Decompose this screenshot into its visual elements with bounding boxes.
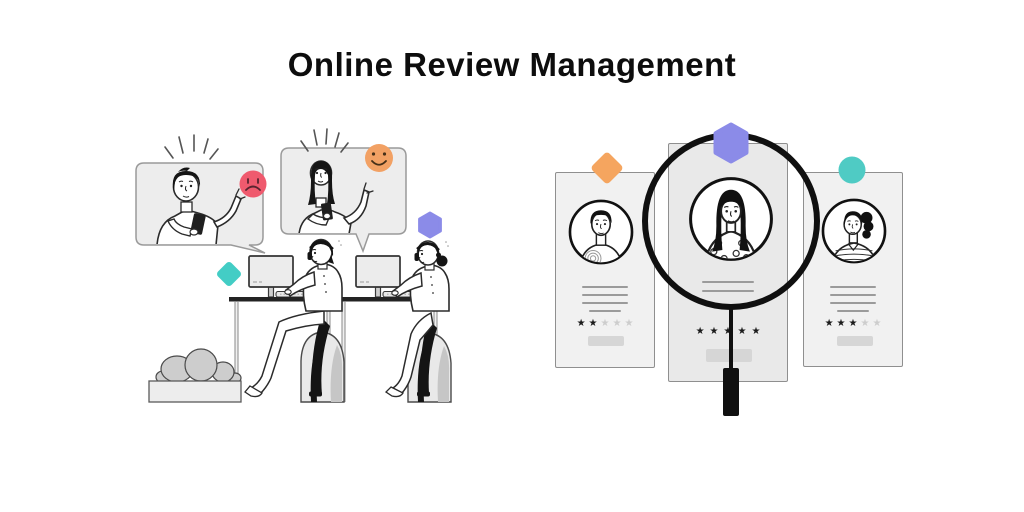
card-action-placeholder	[837, 336, 873, 346]
headset-icon	[416, 242, 440, 251]
negative-review-bubble	[135, 134, 267, 254]
star-icon: ★	[624, 318, 634, 329]
teal-circle-shape	[838, 156, 866, 184]
card-text-lines	[804, 286, 902, 318]
rating-stars: ★★★★★	[804, 319, 902, 329]
reviewer-avatar-man	[568, 199, 634, 265]
page-title: Online Review Management	[287, 46, 737, 84]
headset-icon	[309, 241, 334, 250]
support-center-illustration	[135, 128, 452, 403]
star-icon: ★	[737, 326, 747, 337]
happy-face-icon	[365, 144, 393, 172]
excitement-lines-icon	[164, 134, 219, 160]
star-icon: ★	[836, 318, 846, 329]
sad-face-icon	[239, 170, 267, 198]
rating-stars: ★ ★ ★ ★ ★	[669, 327, 787, 337]
star-icon: ★	[824, 318, 834, 329]
man-reviewer	[156, 167, 246, 244]
star-icon: ★	[724, 327, 733, 337]
rating-stars: ★★★★★	[556, 319, 654, 329]
star-icon: ★	[751, 326, 761, 337]
planter-bushes	[148, 348, 242, 403]
star-icon: ★	[612, 318, 622, 329]
magnifier-handle	[728, 307, 733, 370]
card-action-placeholder	[588, 336, 624, 346]
star-icon: ★	[872, 318, 882, 329]
magnifier-grip	[723, 368, 739, 416]
star-icon: ★	[695, 326, 705, 337]
support-agent-woman	[384, 240, 452, 403]
star-icon: ★	[576, 318, 586, 329]
star-icon: ★	[860, 318, 870, 329]
star-icon: ★	[709, 326, 719, 337]
purple-hexagon-shape	[418, 211, 442, 239]
review-cards-panel: ★★★★★	[540, 110, 960, 420]
teal-diamond-shape	[217, 262, 241, 286]
purple-hexagon-shape	[713, 122, 749, 164]
woman-reviewer	[298, 160, 374, 233]
review-card: ★★★★★	[555, 172, 655, 368]
orange-diamond-shape	[591, 152, 623, 184]
reviewer-avatar-ponytail	[821, 198, 887, 264]
positive-review-bubble	[280, 128, 407, 254]
star-icon: ★	[848, 318, 858, 329]
excitement-lines-icon	[300, 128, 349, 153]
star-icon: ★	[588, 318, 598, 329]
card-text-lines	[556, 286, 654, 318]
star-icon: ★	[600, 318, 610, 329]
support-agent-man	[244, 238, 345, 403]
review-card: ★★★★★	[803, 172, 903, 367]
